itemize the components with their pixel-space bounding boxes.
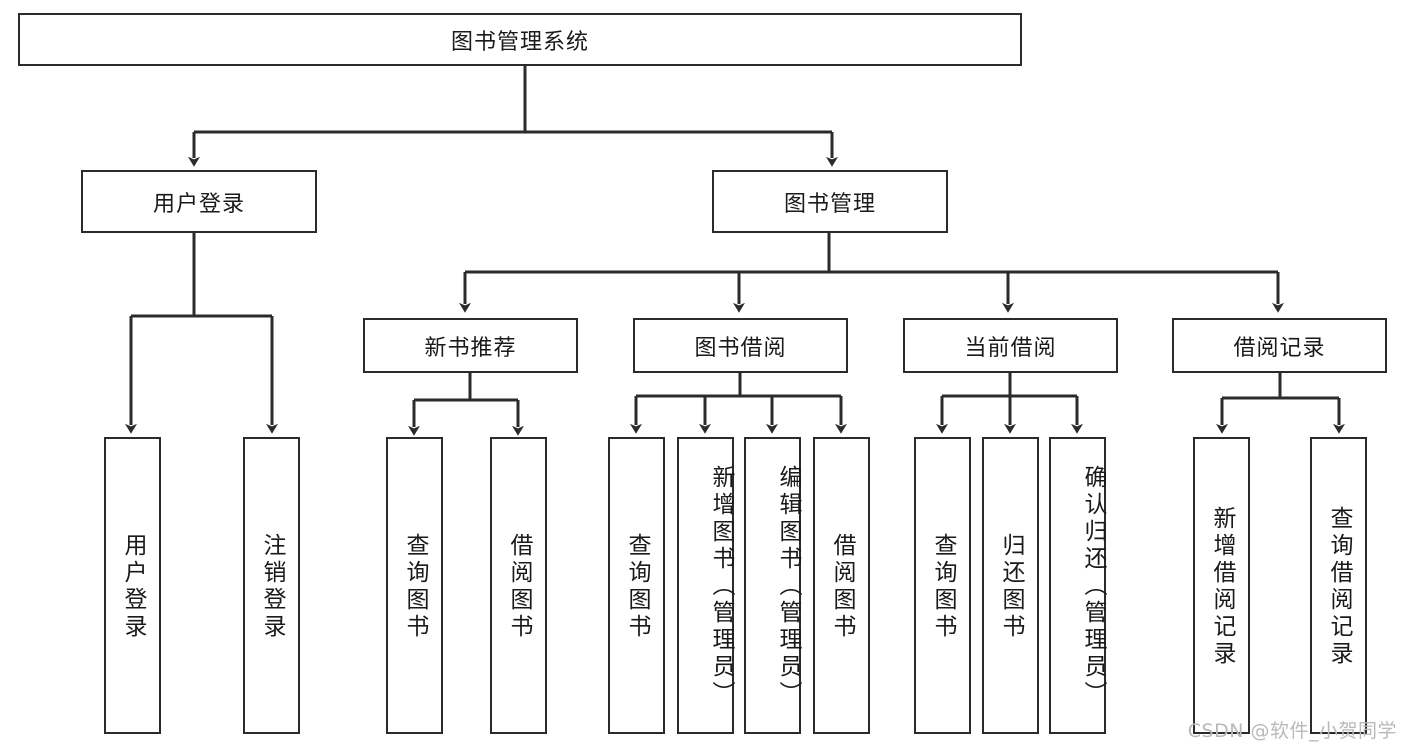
leaf-query-books-recommend[interactable]: 查询图书 [386,437,443,734]
leaf-return-books-label: 归还图书 [998,532,1024,641]
node-user-login[interactable]: 用户登录 [81,170,317,233]
leaf-add-book-admin-label: 新增图书（管理员） [708,465,734,708]
node-new-book-recommend-label: 新书推荐 [424,335,517,361]
node-root[interactable]: 图书管理系统 [18,13,1022,66]
leaf-query-books-current[interactable]: 查询图书 [914,437,971,734]
node-book-borrow[interactable]: 图书借阅 [633,318,848,373]
leaf-borrow-books-recommend[interactable]: 借阅图书 [490,437,547,734]
leaf-user-login-label: 用户登录 [120,532,146,641]
node-book-management-label: 图书管理 [783,191,876,217]
leaf-return-books[interactable]: 归还图书 [982,437,1039,734]
leaf-borrow-books-label: 借阅图书 [829,532,855,641]
leaf-logout[interactable]: 注销登录 [243,437,300,734]
node-new-book-recommend[interactable]: 新书推荐 [363,318,578,373]
leaf-add-borrow-record-label: 新增借阅记录 [1209,505,1235,668]
leaf-confirm-return-admin[interactable]: 确认归还（管理员） [1049,437,1106,734]
leaf-borrow-books[interactable]: 借阅图书 [813,437,870,734]
leaf-edit-book-admin[interactable]: 编辑图书（管理员） [744,437,801,734]
watermark: CSDN @软件_小贺同学 [1187,720,1397,742]
node-borrow-records[interactable]: 借阅记录 [1172,318,1387,373]
leaf-logout-label: 注销登录 [259,532,285,641]
leaf-add-borrow-record[interactable]: 新增借阅记录 [1193,437,1250,734]
node-book-management[interactable]: 图书管理 [712,170,948,233]
node-book-borrow-label: 图书借阅 [694,335,787,361]
leaf-borrow-books-recommend-label: 借阅图书 [506,532,532,641]
leaf-query-books-borrow-label: 查询图书 [624,532,650,641]
leaf-edit-book-admin-label: 编辑图书（管理员） [775,465,801,708]
node-current-borrow-label: 当前借阅 [964,335,1057,361]
leaf-query-borrow-record-label: 查询借阅记录 [1326,505,1352,668]
leaf-query-books-recommend-label: 查询图书 [402,532,428,641]
node-root-label: 图书管理系统 [450,29,589,55]
node-borrow-records-label: 借阅记录 [1233,335,1326,361]
leaf-confirm-return-admin-label: 确认归还（管理员） [1080,465,1106,708]
node-user-login-label: 用户登录 [152,191,245,217]
leaf-add-book-admin[interactable]: 新增图书（管理员） [677,437,734,734]
leaf-query-books-current-label: 查询图书 [930,532,956,641]
leaf-query-books-borrow[interactable]: 查询图书 [608,437,665,734]
leaf-user-login[interactable]: 用户登录 [104,437,161,734]
node-current-borrow[interactable]: 当前借阅 [903,318,1118,373]
leaf-query-borrow-record[interactable]: 查询借阅记录 [1310,437,1367,734]
